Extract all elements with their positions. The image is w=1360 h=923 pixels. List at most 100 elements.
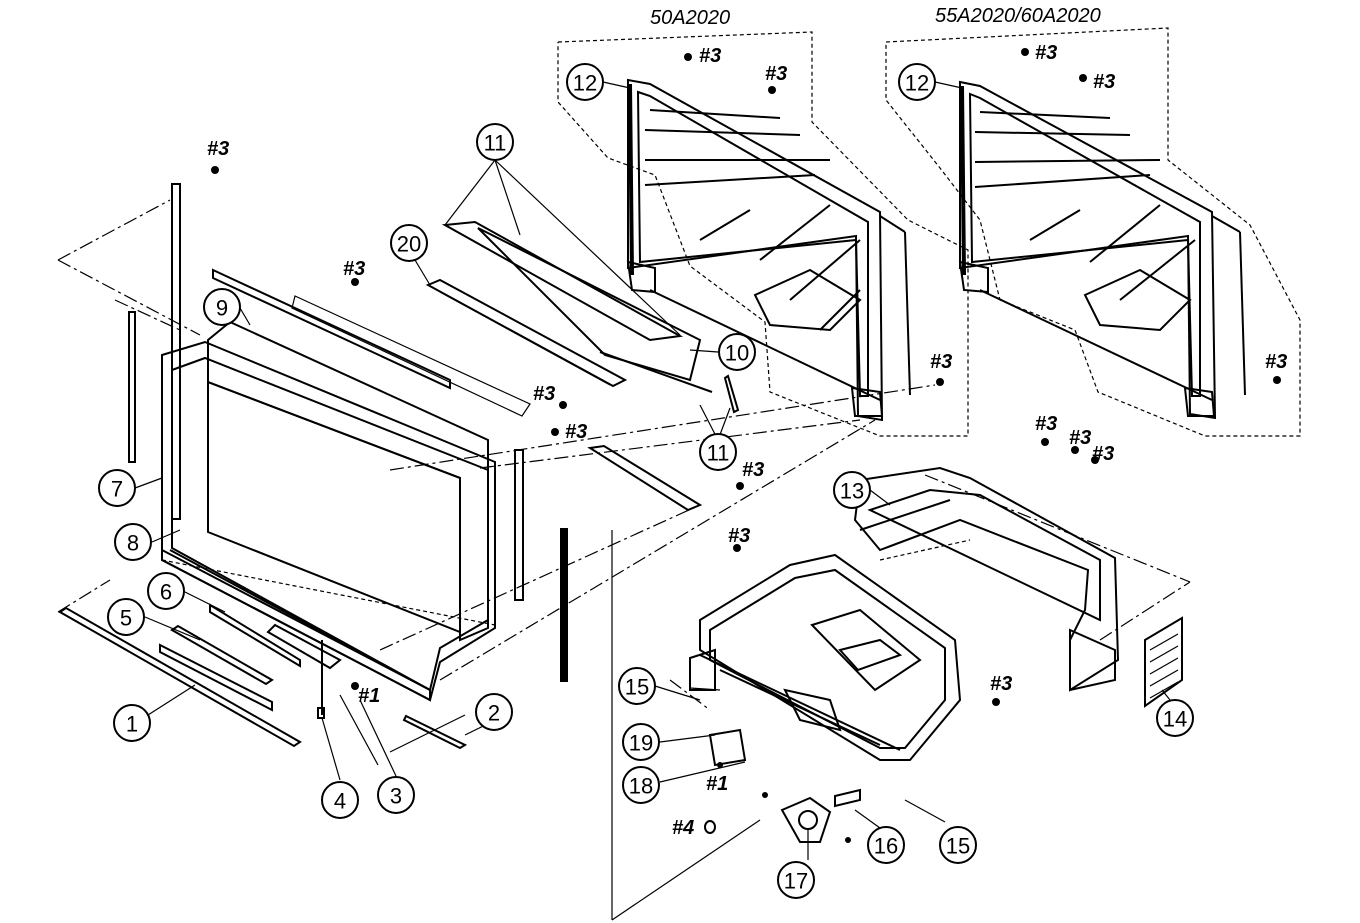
screw-label-s13: #3	[1069, 427, 1091, 449]
screw-label-s15: #3	[728, 525, 750, 547]
svg-text:8: 8	[127, 531, 139, 556]
assembly-guide-lines	[57, 199, 1191, 921]
screw-label-s4: #3	[565, 421, 587, 443]
svg-text:10: 10	[725, 341, 749, 366]
screw-label-s2: #3	[343, 258, 365, 280]
callout-13: 13	[833, 471, 871, 509]
callout-19: 19	[622, 723, 660, 761]
screw-a2	[717, 762, 723, 768]
screw-s1	[211, 166, 219, 174]
screw-s3	[559, 401, 567, 409]
model-title-55a2020-60a2020: 55A2020/60A2020	[935, 5, 1101, 27]
side-strip-part-7	[128, 183, 181, 520]
screw-s4	[551, 428, 559, 436]
svg-text:12: 12	[905, 71, 929, 96]
screw-label-b1: #4	[672, 817, 694, 839]
callout-18: 18	[622, 766, 660, 804]
screw-label-s11: #3	[1265, 351, 1287, 373]
screw-s16	[992, 698, 1000, 706]
svg-text:15: 15	[946, 834, 970, 859]
svg-text:4: 4	[334, 789, 346, 814]
screw-markers	[211, 48, 1281, 834]
screw-s15	[733, 544, 741, 552]
screw-label-s1: #3	[207, 138, 229, 160]
callout-20: 20	[390, 224, 428, 262]
callout-7: 7	[98, 469, 136, 507]
lower-cabinet-assembly	[689, 553, 962, 761]
callout-12-right: 12	[898, 63, 936, 101]
callout-2: 2	[475, 693, 513, 731]
callout-9: 9	[203, 288, 241, 326]
light-strip-part-20	[425, 278, 628, 388]
screw-s12	[1041, 438, 1049, 446]
screen-panel-part-11	[441, 220, 740, 414]
svg-text:1: 1	[126, 712, 138, 737]
screw-s9	[1021, 48, 1029, 56]
screw-s8	[936, 378, 944, 386]
callout-14: 14	[1156, 699, 1194, 737]
side-bracket-right	[379, 419, 861, 682]
bottom-bracket-part-16-17	[708, 728, 861, 843]
screw-label-s16: #3	[990, 673, 1012, 695]
screw-label-s3: #3	[533, 383, 555, 405]
svg-text:9: 9	[216, 296, 228, 321]
small-bracket-part-3-4	[317, 640, 379, 766]
svg-text:17: 17	[784, 869, 808, 894]
callout-15-right: 15	[939, 826, 977, 864]
screw-label-s9: #3	[1035, 42, 1057, 64]
screw-s7	[768, 86, 776, 94]
screw-label-s5: #3	[742, 459, 764, 481]
callout-15-left: 15	[618, 667, 656, 705]
screw-label-a1: #1	[358, 685, 380, 707]
screw-label-s10: #3	[1093, 71, 1115, 93]
callout-11-top: 11	[476, 123, 514, 161]
svg-text:14: 14	[1163, 707, 1187, 732]
svg-text:13: 13	[840, 479, 864, 504]
screw-s6	[684, 53, 692, 61]
bottom-trim-parts	[57, 579, 468, 753]
screw-label-s7: #3	[765, 63, 787, 85]
callout-12-left: 12	[566, 63, 604, 101]
callout-17: 17	[777, 861, 815, 899]
svg-text:2: 2	[488, 701, 500, 726]
callout-bubbles: 1 2 3 4 5 6 7 8 9 10 11 11 12 12 13 14 1…	[98, 63, 1194, 899]
callout-8: 8	[114, 523, 152, 561]
svg-text:11: 11	[707, 441, 730, 466]
callout-16: 16	[867, 826, 905, 864]
screw-s13	[1071, 446, 1079, 454]
svg-text:11: 11	[484, 131, 507, 156]
callout-1: 1	[113, 704, 151, 742]
rear-cover-part-13	[853, 466, 1120, 692]
front-frame-assembly	[114, 268, 531, 702]
screw-s2	[351, 278, 359, 286]
screw-labels: #3 #3 #3 #3 #3 #3 #3 #3 #3 #3 #3 #3 #3 #…	[207, 42, 1287, 839]
svg-text:15: 15	[625, 675, 649, 700]
svg-text:19: 19	[629, 731, 653, 756]
screw-label-s6: #3	[699, 45, 721, 67]
screw-label-a2: #1	[706, 773, 728, 795]
svg-text:16: 16	[874, 834, 898, 859]
svg-text:18: 18	[629, 774, 653, 799]
svg-text:3: 3	[390, 784, 402, 809]
model-title-50a2020: 50A2020	[650, 7, 730, 29]
screw-label-s8: #3	[930, 351, 952, 373]
callout-11-bottom: 11	[699, 433, 737, 471]
screw-s11	[1273, 376, 1281, 384]
svg-text:12: 12	[573, 71, 597, 96]
callout-5: 5	[107, 598, 145, 636]
vent-grille-part-14	[1144, 616, 1183, 708]
screw-label-s12: #3	[1035, 413, 1057, 435]
callout-4: 4	[321, 781, 359, 819]
screw-label-s14: #3	[1092, 443, 1114, 465]
screw-s14	[1091, 456, 1099, 464]
callout-6: 6	[147, 572, 185, 610]
svg-text:6: 6	[160, 580, 172, 605]
svg-text:5: 5	[120, 606, 132, 631]
screw-s10	[1079, 74, 1087, 82]
rear-cabinet-50a2020	[557, 31, 969, 437]
rear-cabinet-55a2020-60a2020	[885, 27, 1301, 437]
svg-text:20: 20	[397, 232, 421, 257]
callout-10: 10	[718, 333, 756, 371]
screw-s5	[736, 482, 744, 490]
